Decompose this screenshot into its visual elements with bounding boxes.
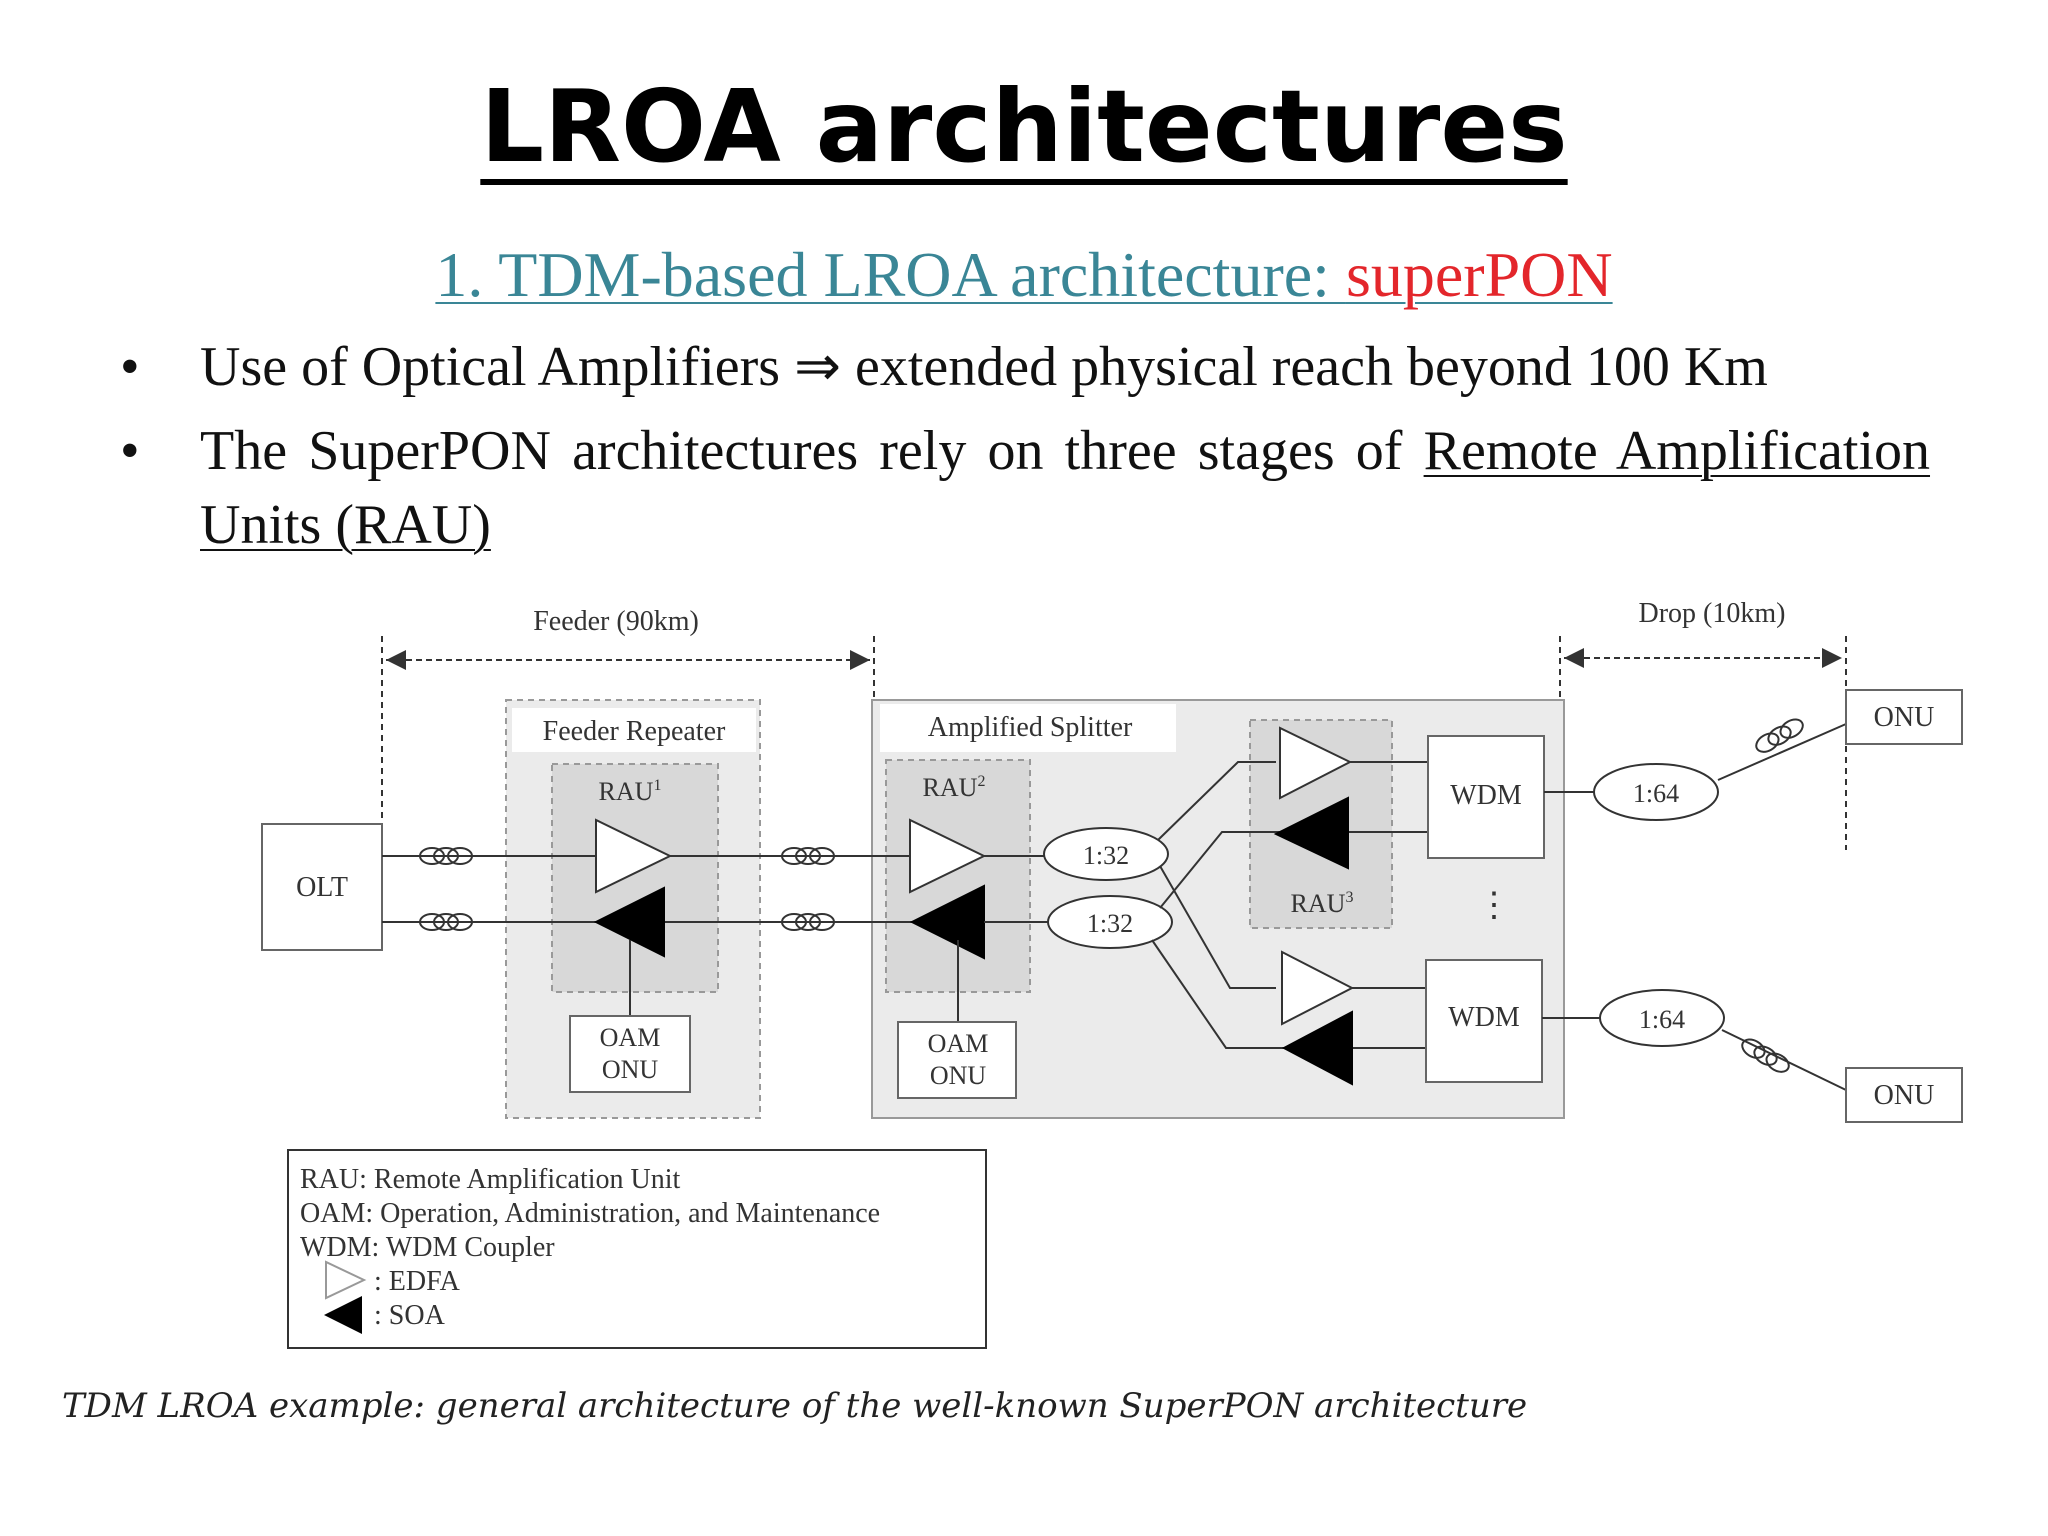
amplified-splitter-label: Amplified Splitter (928, 712, 1133, 743)
oam-onu-line2: ONU (930, 1061, 987, 1090)
wdm-coupler-box (1427, 735, 1545, 859)
edfa-legend-icon (325, 1260, 367, 1300)
rau3-text: RAU (1291, 889, 1346, 918)
amplified-splitter-label-bg (880, 704, 1176, 752)
drop-label: Drop (10km) (1639, 598, 1786, 629)
fiber-coil-icon (419, 847, 473, 865)
bullet-dot: • (120, 420, 140, 482)
onu-box (1845, 1067, 1963, 1123)
bullet-list: • Use of Optical Amplifiers ⇒ extended p… (110, 330, 1930, 572)
splitter-1-32-icon (1047, 895, 1173, 949)
rau1-text: RAU (599, 777, 654, 806)
olt-box (261, 823, 383, 951)
bullet-text: The SuperPON architectures rely on three… (200, 420, 1424, 482)
vertical-ellipsis: ⋮ (1477, 887, 1511, 924)
oam-onu-line1: OAM (600, 1023, 661, 1052)
fiber-coil-icons (419, 718, 1804, 1073)
feeder-repeater-label: Feeder Repeater (543, 716, 726, 747)
olt-label: OLT (296, 872, 348, 903)
subtitle-highlight: superPON (1345, 239, 1613, 310)
branch-line (1159, 831, 1280, 909)
fiber-coil-icon (1755, 718, 1804, 753)
oam-onu-box (897, 1021, 1017, 1099)
edfa-icon (909, 818, 987, 894)
oam-onu-line1: OAM (928, 1029, 989, 1058)
subtitle-underline: 1. TDM-based LROA architecture: superPON (435, 239, 1612, 310)
soa-icon (1281, 1010, 1353, 1086)
rau3-sup: 3 (1345, 889, 1353, 906)
slide-title-text: LROA architectures (480, 68, 1568, 185)
slide-subtitle: 1. TDM-based LROA architecture: superPON (0, 238, 2048, 312)
bullet-underlined-text: Remote Amplification Units (RAU) (200, 420, 1931, 556)
legend-wdm: WDM: WDM Coupler (300, 1232, 555, 1263)
drop-link (1717, 723, 1847, 781)
wdm-label: WDM (1448, 1002, 1520, 1033)
rau1-box (551, 763, 719, 993)
edfa-icon (1279, 726, 1353, 800)
legend-box (287, 1149, 987, 1349)
soa-icon (593, 886, 665, 958)
fiber-coil-icon (781, 847, 835, 865)
rau2-text: RAU (923, 773, 978, 802)
fiber-coil-icon (781, 913, 835, 931)
rau2-sup: 2 (977, 773, 985, 790)
branch-line (1159, 865, 1276, 989)
splitter-1-32-icon (1043, 827, 1169, 881)
bullet-item: • The SuperPON architectures rely on thr… (110, 414, 1930, 562)
oam-onu-box (569, 1015, 691, 1093)
onu-box (1845, 689, 1963, 745)
rau3-label: RAU3 (1291, 889, 1354, 918)
edfa-icon (595, 818, 673, 894)
oam-onu-line2: ONU (602, 1055, 659, 1084)
fiber-coil-icon (1741, 1038, 1790, 1073)
feeder-repeater-label-bg (512, 708, 756, 752)
bullet-item: • Use of Optical Amplifiers ⇒ extended p… (110, 330, 1930, 404)
edfa-icon (1281, 950, 1355, 1026)
onu-label: ONU (1874, 702, 1935, 733)
branch-line (1157, 761, 1276, 841)
rau1-sup: 1 (653, 777, 661, 794)
onu-label: ONU (1874, 1080, 1935, 1111)
fiber-coil-icon (419, 913, 473, 931)
branch-lines (1151, 761, 1428, 1049)
bullet-dot: • (120, 336, 140, 398)
legend-oam: OAM: Operation, Administration, and Main… (300, 1198, 880, 1229)
drop-link (1721, 1029, 1847, 1091)
splitter-1-64-label: 1:64 (1633, 779, 1679, 808)
feeder-label: Feeder (90km) (533, 606, 699, 637)
bullet-text: Use of Optical Amplifiers ⇒ extended phy… (200, 336, 1768, 398)
rau2-label: RAU2 (923, 773, 986, 802)
splitter-1-64-icon (1599, 989, 1725, 1047)
soa-icon (1273, 796, 1349, 870)
splitter-1-32-label: 1:32 (1087, 909, 1133, 938)
subtitle-prefix: 1. TDM-based LROA architecture: (435, 239, 1346, 310)
branch-line (1151, 939, 1290, 1049)
splitter-1-32-label: 1:32 (1083, 841, 1129, 870)
rau1-label: RAU1 (599, 777, 662, 806)
wdm-label: WDM (1450, 780, 1522, 811)
soa-legend-icon (324, 1296, 362, 1334)
legend-edfa: : EDFA (374, 1266, 461, 1297)
splitter-1-64-icon (1593, 763, 1719, 821)
figure-caption: TDM LROA example: general architecture o… (62, 1386, 1528, 1426)
slide-title: LROA architectures (0, 72, 2048, 182)
legend-rau: RAU: Remote Amplification Unit (300, 1164, 681, 1195)
legend-soa: : SOA (374, 1300, 446, 1331)
splitter-1-64-label: 1:64 (1639, 1005, 1685, 1034)
wdm-coupler-box (1425, 959, 1543, 1083)
